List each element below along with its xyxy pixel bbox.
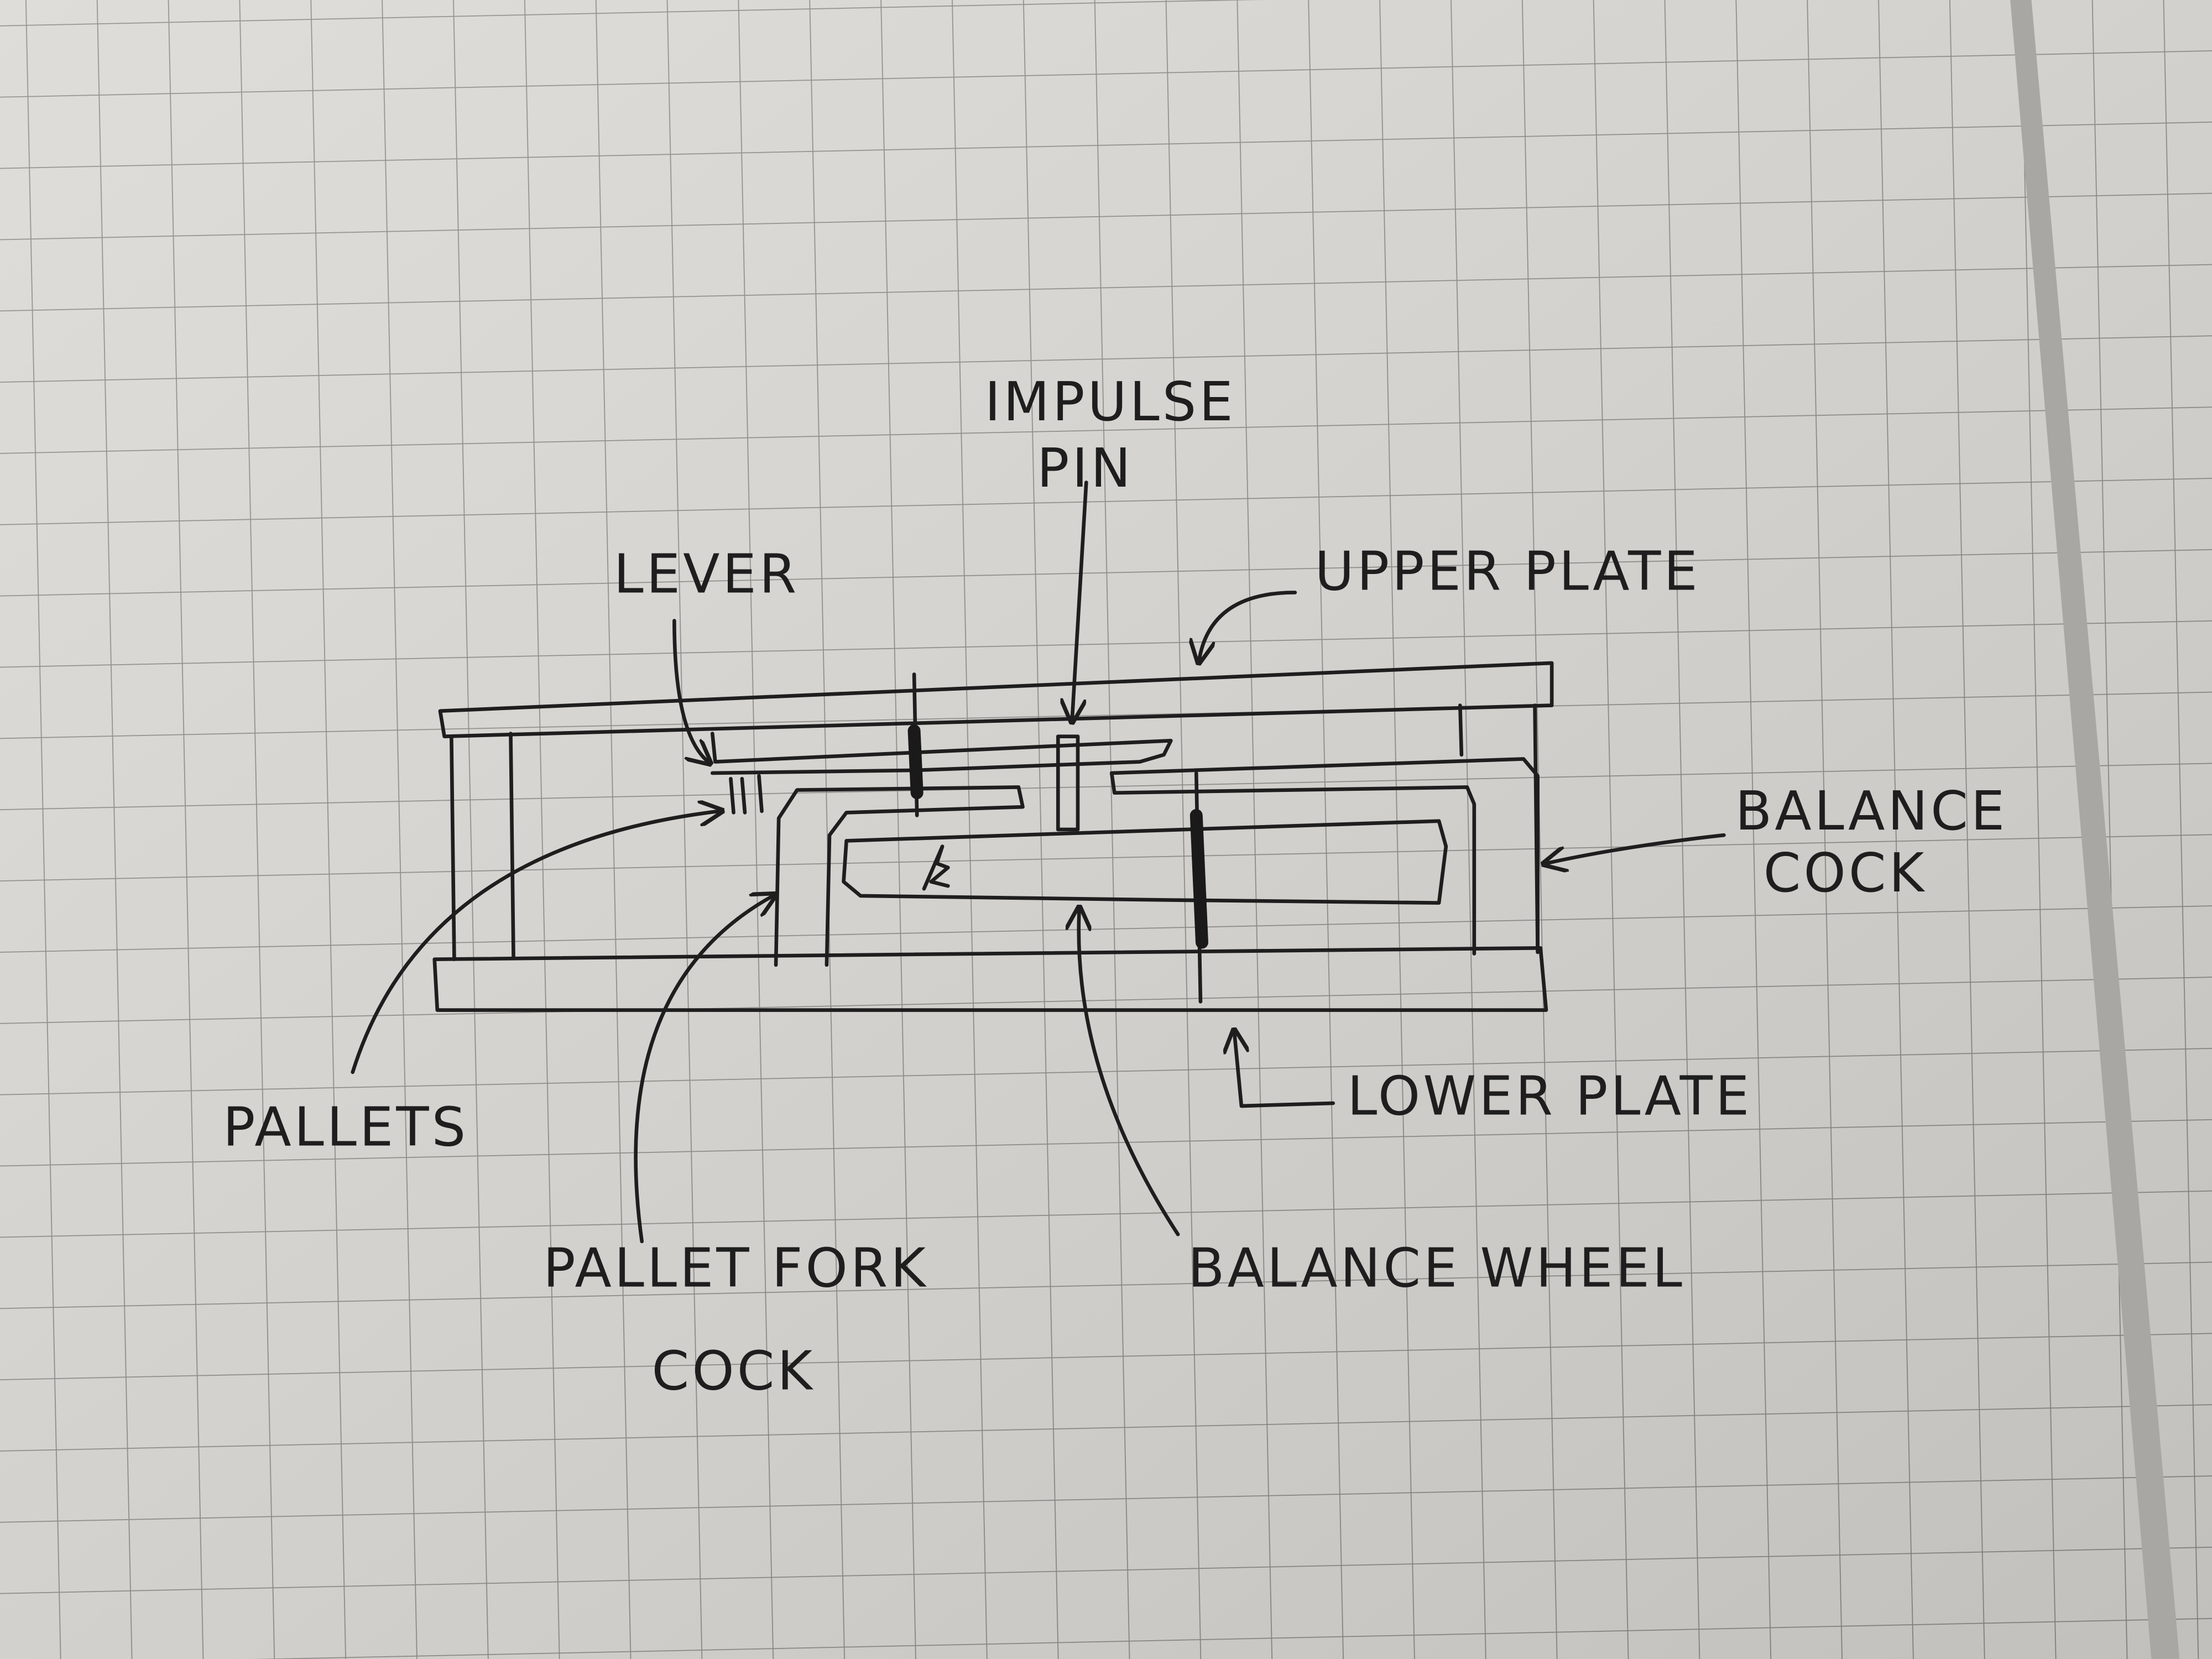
impulse-pin: [1056, 734, 1080, 832]
balance-cock-arrow: [1546, 833, 1726, 863]
balance-cock: [1109, 757, 1540, 956]
label-balance-cock-1: BALANCE: [1735, 780, 2007, 842]
label-balance-wheel: BALANCE WHEEL: [1188, 1237, 1685, 1300]
pallets: [729, 774, 764, 815]
pallet-arbor-pivot: [907, 724, 924, 800]
upper-plate-arrow: [1199, 591, 1297, 660]
balance-wheel-arrow: [1079, 910, 1180, 1237]
label-pallet-fork-cock-1: PALLET FORK: [543, 1237, 928, 1300]
pillar-left-outer: [450, 734, 456, 962]
balance-staff-body: [1190, 809, 1208, 949]
label-impulse-pin-1: IMPULSE: [985, 371, 1236, 433]
label-pallets: PALLETS: [223, 1095, 468, 1158]
pallet-stone-3: [757, 774, 764, 813]
lower-plate-arrow: [1234, 1032, 1335, 1108]
label-lever: LEVER: [614, 542, 800, 605]
lower-plate: [432, 946, 1548, 1012]
label-upper-plate: UPPER PLATE: [1315, 540, 1700, 602]
pallets-arrow: [351, 811, 719, 1074]
pallet-fork-cock-arrow: [634, 896, 773, 1244]
balance-wheel: [842, 819, 1448, 905]
label-lower-plate: LOWER PLATE: [1347, 1065, 1752, 1127]
label-impulse-pin-2: PIN: [1037, 437, 1134, 499]
pillar-right-short: [1458, 703, 1464, 757]
pallet-stone-2: [740, 776, 747, 815]
pallet-stone-1: [729, 776, 735, 815]
lever-arrow: [672, 619, 708, 761]
upper-plate: [438, 661, 1554, 738]
impulse-pin-arrow: [1072, 481, 1088, 719]
pallet-fork-cock: [774, 785, 1025, 967]
pillar-left-inner: [509, 732, 515, 960]
page-edge: [2010, 0, 2180, 1659]
label-balance-cock-2: COCK: [1764, 842, 1927, 904]
hairspring: [922, 844, 950, 891]
label-pallet-fork-cock-2: COCK: [652, 1340, 816, 1402]
